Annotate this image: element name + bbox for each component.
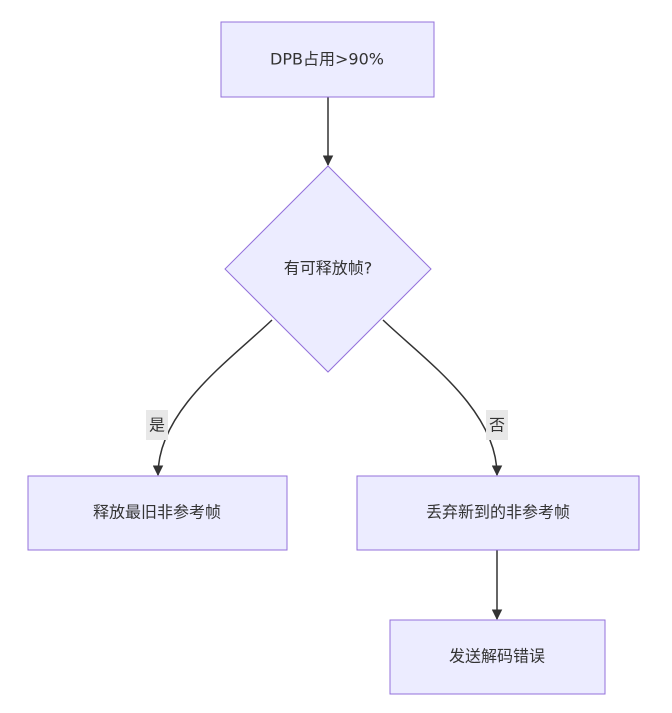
- node-error: 发送解码错误: [389, 619, 606, 695]
- node-start: DPB占用>90%: [220, 21, 435, 98]
- node-decision-label: 有可释放帧?: [284, 259, 373, 278]
- node-discard-label: 丢弃新到的非参考帧: [426, 503, 570, 522]
- edge-label-no-text: 否: [489, 416, 505, 435]
- edge-decision-to-release: [152, 319, 273, 477]
- edge-decision-to-discard: [382, 319, 503, 477]
- node-release-label: 释放最旧非参考帧: [93, 503, 221, 522]
- edge-label-yes: 是: [146, 410, 168, 440]
- node-discard: 丢弃新到的非参考帧: [356, 475, 640, 551]
- node-start-label: DPB占用>90%: [270, 50, 384, 69]
- edge-label-yes-text: 是: [149, 416, 165, 435]
- node-release: 释放最旧非参考帧: [27, 475, 288, 551]
- edge-label-no: 否: [486, 410, 508, 440]
- node-decision: 有可释放帧?: [224, 165, 432, 373]
- node-error-label: 发送解码错误: [449, 647, 545, 666]
